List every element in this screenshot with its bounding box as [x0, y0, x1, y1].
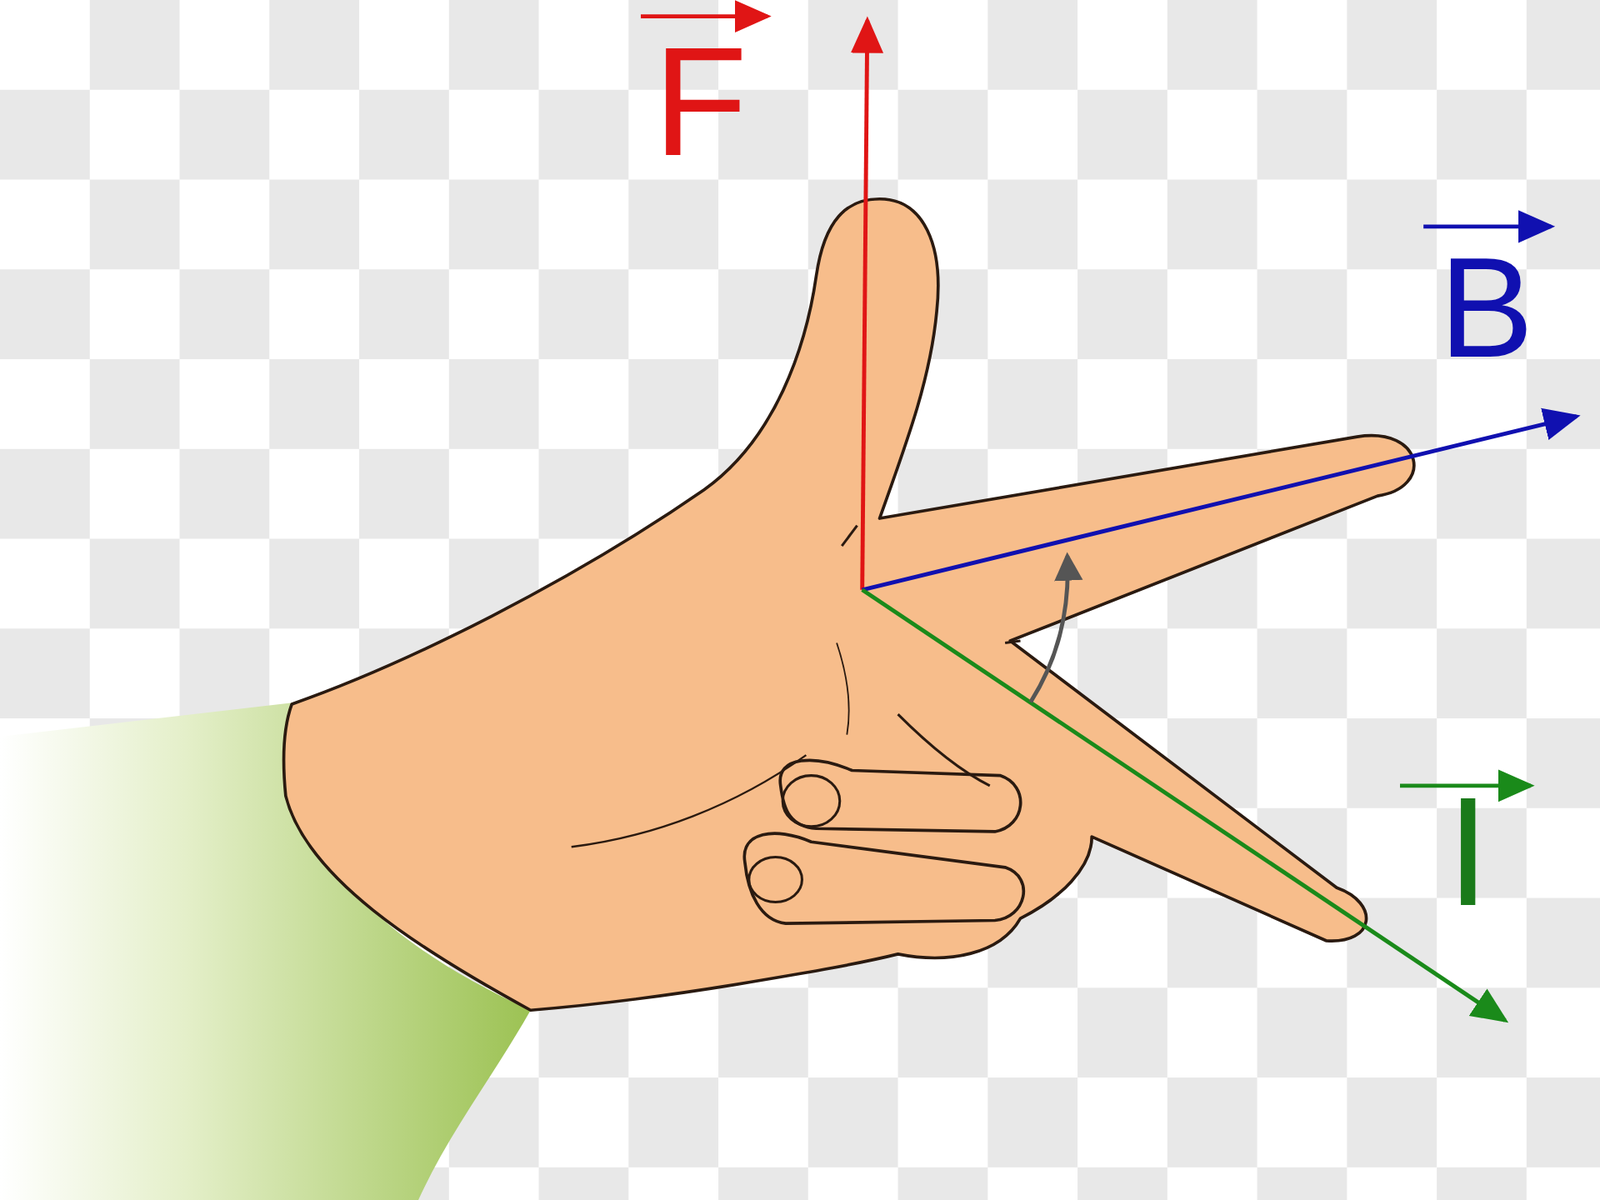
- current-vector: [862, 590, 1505, 1021]
- vector-label: B: [1439, 236, 1534, 379]
- vector-overarrow: [640, 14, 768, 19]
- force-vector: [862, 20, 868, 590]
- hand: [283, 199, 1414, 1010]
- rotation-arc: [1030, 555, 1069, 702]
- vector-label: I: [1446, 775, 1490, 930]
- vector-label: F: [653, 25, 748, 180]
- field-vector: [862, 416, 1577, 590]
- vector-overarrow: [1423, 224, 1551, 229]
